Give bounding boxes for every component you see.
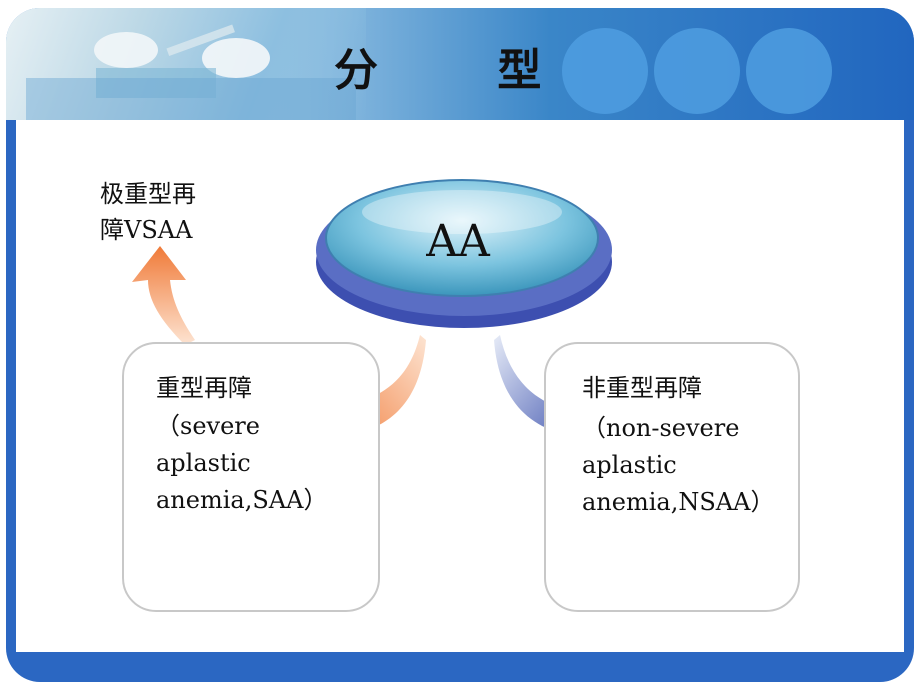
deco-circle-1 xyxy=(562,28,648,114)
surgery-photo xyxy=(6,8,366,120)
saa-line1: 重型再障 xyxy=(156,374,252,402)
slide-title: 分 型 xyxy=(334,45,594,96)
aa-node xyxy=(316,179,612,328)
nsaa-box xyxy=(544,342,800,612)
deco-circle-3 xyxy=(746,28,832,114)
saa-box xyxy=(122,342,380,612)
nsaa-line4: anemia,NSAA） xyxy=(582,488,775,516)
saa-line2: （severe xyxy=(156,412,260,440)
nsaa-line3: aplastic xyxy=(582,451,677,479)
vsaa-line2: 障VSAA xyxy=(100,216,193,244)
header-banner: 分 型 xyxy=(6,8,914,120)
saa-line4: anemia,SAA） xyxy=(156,486,328,514)
arrow-to-vsaa xyxy=(132,246,195,345)
vsaa-line1: 极重型再 xyxy=(100,180,196,208)
deco-circle-2 xyxy=(654,28,740,114)
saa-line3: aplastic xyxy=(156,449,251,477)
surgery-illustration xyxy=(26,24,356,120)
aa-label: AA xyxy=(425,216,491,267)
nsaa-line2: （non-severe xyxy=(582,414,740,442)
nsaa-line1: 非重型再障 xyxy=(582,374,702,402)
